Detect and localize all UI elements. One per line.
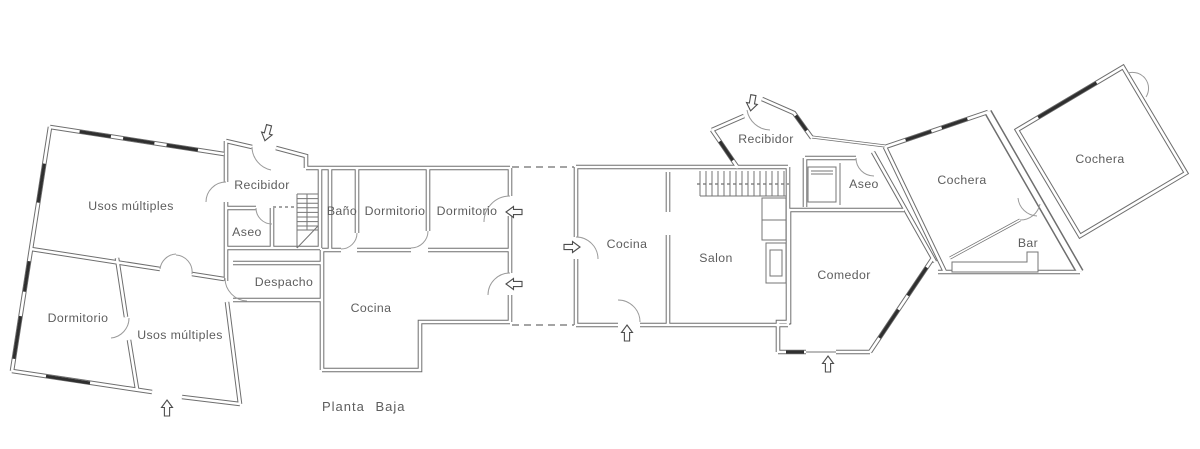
room-label-banio: Baño bbox=[327, 204, 357, 218]
door-direction-arrow bbox=[505, 205, 523, 219]
entrance-arrow bbox=[744, 93, 760, 113]
room-labels: Usos múltiples Recibidor Aseo Baño Dormi… bbox=[48, 132, 1125, 342]
room-label-bar: Bar bbox=[1018, 236, 1038, 250]
room-label-despacho: Despacho bbox=[255, 275, 314, 289]
entrance-arrow bbox=[620, 324, 634, 342]
room-label-comedor: Comedor bbox=[817, 268, 870, 282]
room-label-cocina-left: Cocina bbox=[351, 301, 392, 315]
floor-title: Planta Baja bbox=[322, 399, 406, 414]
dashed-lines bbox=[273, 166, 836, 353]
staircase-left bbox=[296, 193, 319, 249]
room-label-usos-multiples-main: Usos múltiples bbox=[88, 199, 174, 213]
bathtub bbox=[807, 166, 837, 203]
room-label-dormitorio-1: Dormitorio bbox=[365, 204, 426, 218]
room-label-dormitorio-3: Dormitorio bbox=[48, 311, 109, 325]
door-arcs bbox=[110, 71, 1150, 339]
entrance-arrow bbox=[821, 355, 835, 373]
room-label-usos-multiples-2: Usos múltiples bbox=[137, 328, 223, 342]
room-label-cocina-center: Cocina bbox=[607, 237, 648, 251]
bar-counter bbox=[951, 251, 1039, 273]
room-label-aseo-right: Aseo bbox=[849, 177, 879, 191]
room-label-recibidor-right: Recibidor bbox=[738, 132, 794, 146]
entrance-arrow bbox=[259, 123, 275, 143]
entrance-arrow bbox=[160, 399, 174, 417]
room-label-cochera-2: Cochera bbox=[1075, 152, 1124, 166]
room-label-cochera-1: Cochera bbox=[937, 173, 986, 187]
room-label-dormitorio-2: Dormitorio bbox=[437, 204, 498, 218]
room-label-recibidor-left: Recibidor bbox=[234, 178, 290, 192]
staircase-center bbox=[699, 171, 786, 197]
door-direction-arrow bbox=[505, 277, 523, 291]
room-label-salon: Salon bbox=[699, 251, 732, 265]
door-direction-arrow bbox=[563, 240, 581, 254]
room-label-aseo-left: Aseo bbox=[232, 225, 262, 239]
fixtures bbox=[761, 163, 1039, 284]
walls-outline bbox=[12, 67, 1186, 404]
windows bbox=[12, 81, 1098, 385]
